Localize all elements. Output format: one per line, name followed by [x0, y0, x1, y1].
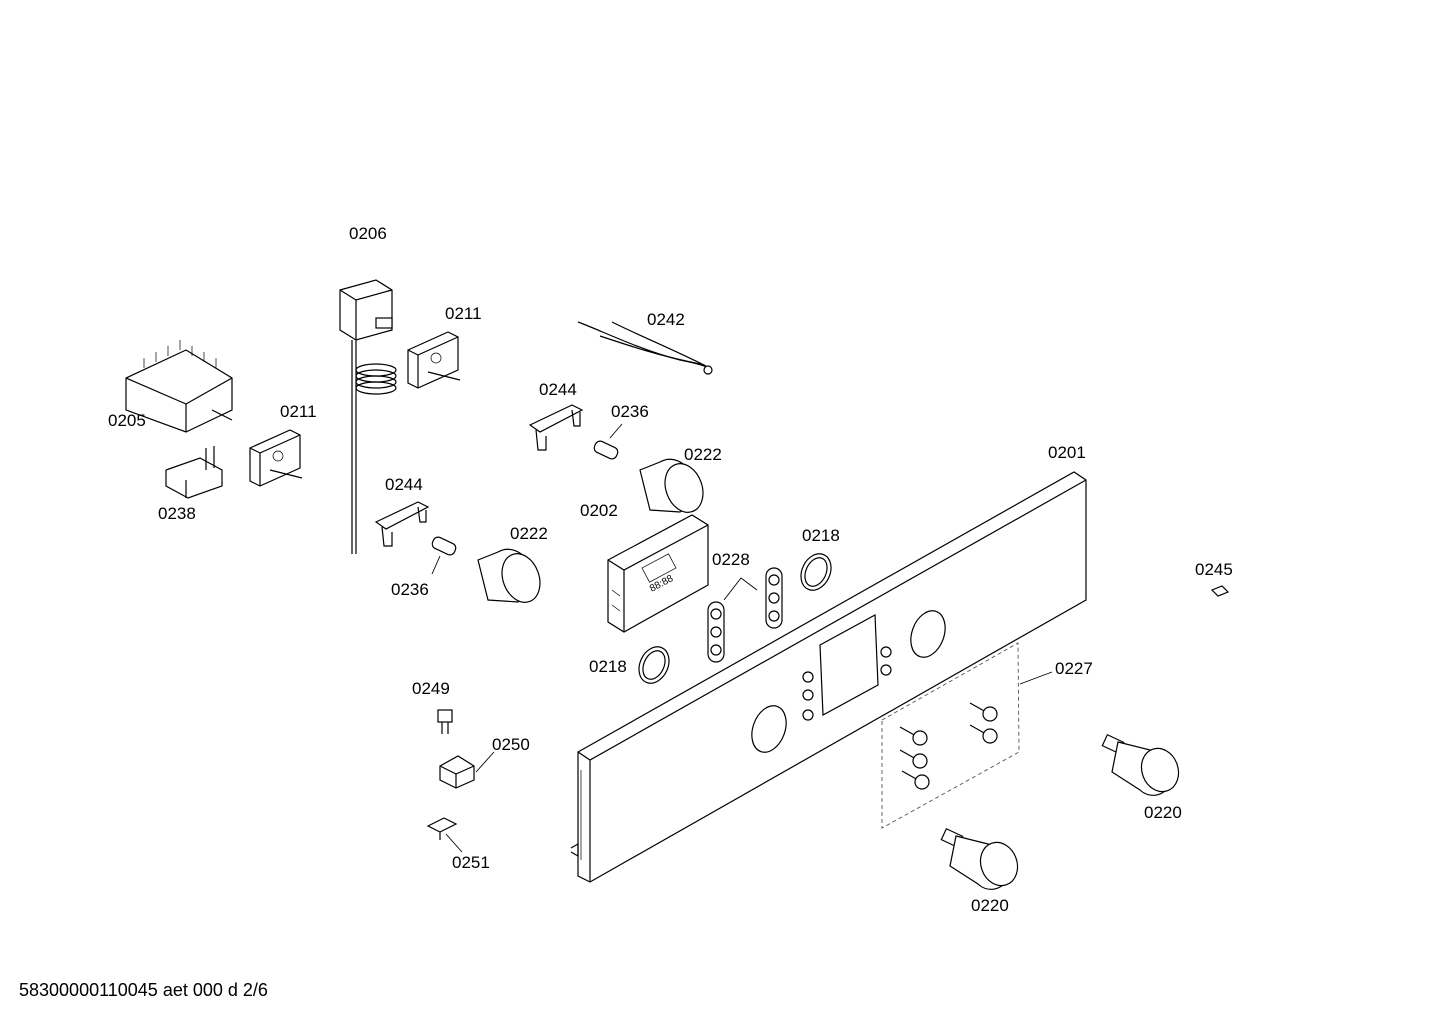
label-0206: 0206	[349, 224, 387, 243]
label-0211-upper: 0211	[445, 304, 482, 323]
small-bracket	[426, 817, 463, 853]
clock-module: 88:88	[607, 514, 709, 633]
label-0242: 0242	[647, 310, 685, 329]
label-0251: 0251	[452, 853, 490, 872]
ring-upper	[800, 553, 832, 591]
knob-housing-upper	[639, 458, 704, 513]
thermostat	[339, 279, 397, 554]
label-0250: 0250	[492, 735, 530, 754]
label-0202: 0202	[580, 501, 618, 520]
bracket-upper	[528, 404, 584, 451]
label-0205: 0205	[108, 411, 146, 430]
label-0220-bottom: 0220	[971, 896, 1009, 915]
label-0245: 0245	[1195, 560, 1233, 579]
relay-block	[439, 751, 495, 789]
label-0244-upper: 0244	[539, 380, 577, 399]
label-0220-right: 0220	[1144, 803, 1182, 822]
label-0236-upper: 0236	[611, 402, 649, 421]
pin-upper	[593, 423, 623, 460]
label-0228: 0228	[712, 550, 750, 569]
label-0218-upper: 0218	[802, 526, 840, 545]
screw-set	[881, 642, 1053, 829]
label-0211-lower: 0211	[280, 402, 317, 421]
control-panel-fascia	[570, 471, 1087, 883]
selector-switch	[125, 340, 233, 433]
label-0201: 0201	[1048, 443, 1086, 462]
switch-mount-upper	[407, 331, 461, 389]
switch-mount-lower	[249, 429, 303, 487]
button-strip-left	[707, 601, 725, 663]
label-0249: 0249	[412, 679, 450, 698]
wire-harness	[577, 321, 713, 375]
small-clip	[1210, 585, 1230, 597]
mounting-clip	[165, 446, 223, 499]
label-0227: 0227	[1055, 659, 1093, 678]
ring-lower	[638, 646, 670, 684]
label-0236-lower: 0236	[391, 580, 429, 599]
label-0222-upper: 0222	[684, 445, 722, 464]
connector	[437, 709, 453, 734]
bracket-lower	[374, 501, 430, 547]
label-0238: 0238	[158, 504, 196, 523]
document-reference: 58300000110045 aet 000 d 2/6	[19, 980, 268, 1000]
pin-lower	[431, 536, 457, 575]
control-knob-right	[1101, 733, 1180, 796]
control-knob-bottom	[940, 827, 1019, 890]
button-strip-right	[765, 567, 783, 629]
knob-housing-lower	[477, 548, 541, 603]
label-0222-lower: 0222	[510, 524, 548, 543]
label-0218-lower: 0218	[589, 657, 627, 676]
label-0244-lower: 0244	[385, 475, 423, 494]
